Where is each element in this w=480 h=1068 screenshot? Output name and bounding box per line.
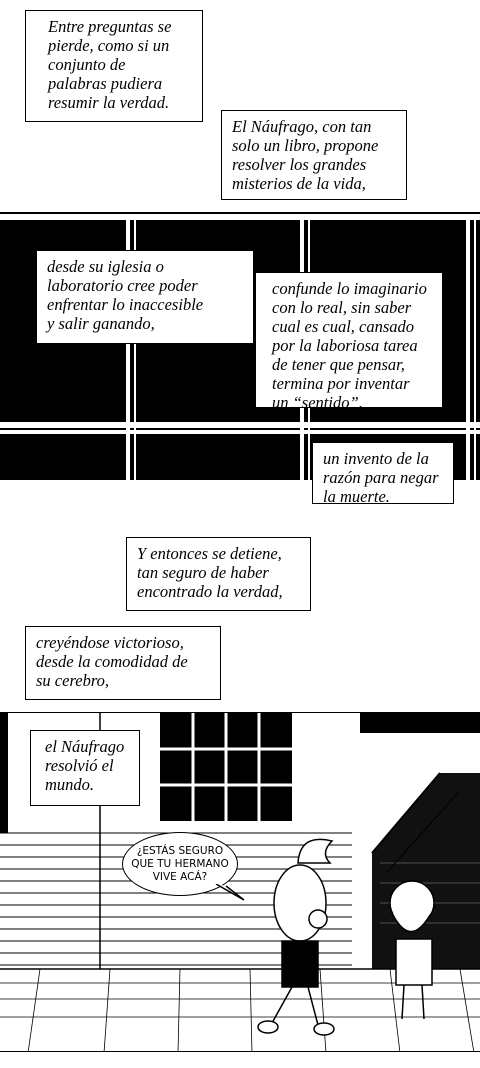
caption-2: El Náufrago, con tan solo un libro, prop…	[221, 110, 407, 200]
speech-bubble-tail	[215, 884, 245, 901]
caption-5: un invento de la razón para negar la mue…	[312, 442, 454, 506]
character-walking	[257, 838, 335, 1036]
caption-6: Y entonces se detiene, tan seguro de hab…	[126, 537, 311, 611]
caption-7: creyéndose victorioso, desde la comodida…	[25, 626, 221, 700]
character-bearded	[389, 880, 435, 1020]
panel-dark-frames	[0, 214, 480, 484]
caption-4: confunde lo imaginario con lo real, sin …	[255, 272, 443, 412]
caption-3: desde su iglesia o laboratorio cree pode…	[36, 250, 254, 344]
caption-1: Entre preguntas se pierde, como si un co…	[25, 10, 203, 122]
caption-8: el Náufrago resolvió el mundo.	[30, 730, 140, 806]
